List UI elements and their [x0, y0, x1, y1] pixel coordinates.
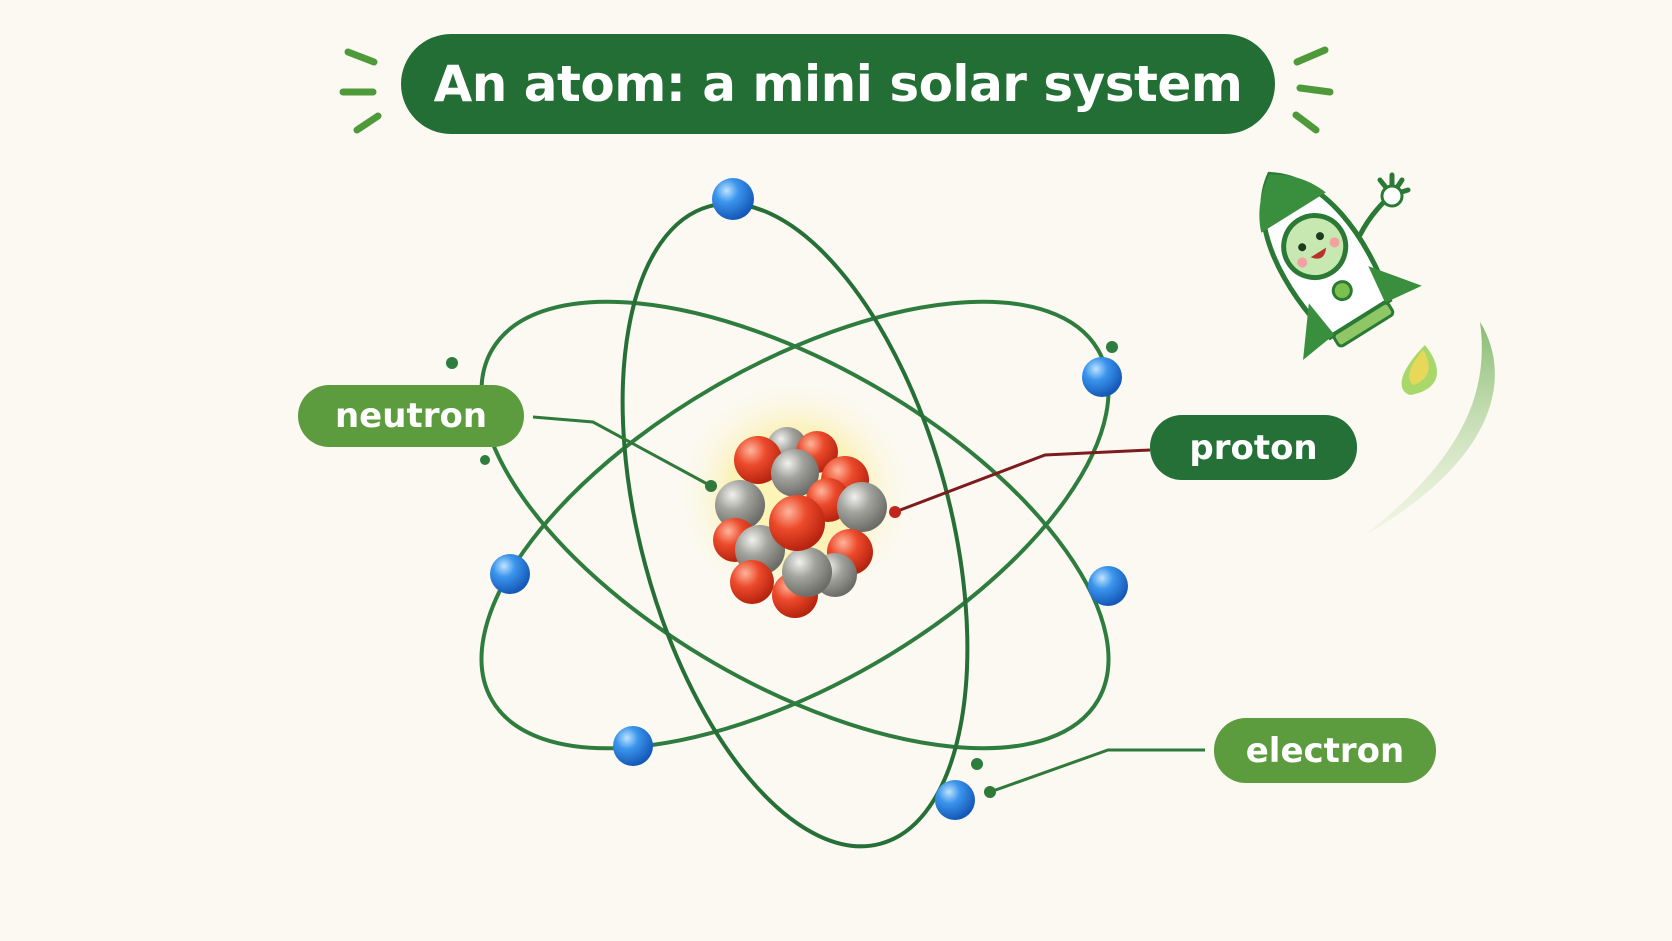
- orbits: [479, 201, 1111, 849]
- electron-leader-line: [989, 748, 1205, 794]
- proton-sphere: [734, 436, 782, 484]
- electron-sphere: [613, 726, 653, 766]
- electron-sphere: [935, 780, 975, 820]
- electron-sphere: [712, 178, 754, 220]
- page-title: An atom: a mini solar system: [401, 34, 1275, 134]
- electron-sphere: [490, 554, 530, 594]
- orbit-ring: [479, 299, 1111, 751]
- leader-lines: [532, 415, 1205, 794]
- neutron-pointer-dot: [705, 480, 717, 492]
- neutron-sphere: [715, 480, 765, 530]
- electrons: [490, 178, 1128, 820]
- proton-sphere: [730, 560, 774, 604]
- proton-pointer-dot: [889, 506, 901, 518]
- sparkle-lines-icon: [339, 46, 1334, 134]
- electron-sphere: [1088, 566, 1128, 606]
- neutron-sphere: [771, 449, 819, 497]
- electron-pointer-dot: [984, 786, 996, 798]
- rocket-mascot-icon: [1259, 171, 1495, 535]
- neutron-sphere: [837, 482, 887, 532]
- electron-sphere: [1082, 357, 1122, 397]
- proton-sphere: [769, 495, 825, 551]
- neutron-label: neutron: [298, 385, 524, 447]
- orbit-ring: [479, 299, 1111, 751]
- neutron-sphere: [782, 547, 832, 597]
- proton-leader-line: [894, 448, 1151, 514]
- proton-label: proton: [1150, 415, 1357, 480]
- orbit-markers: [446, 341, 1118, 770]
- nucleus: [713, 427, 887, 618]
- electron-label: electron: [1214, 718, 1436, 783]
- neutron-leader-line: [532, 415, 712, 488]
- orbit-ring: [620, 201, 970, 849]
